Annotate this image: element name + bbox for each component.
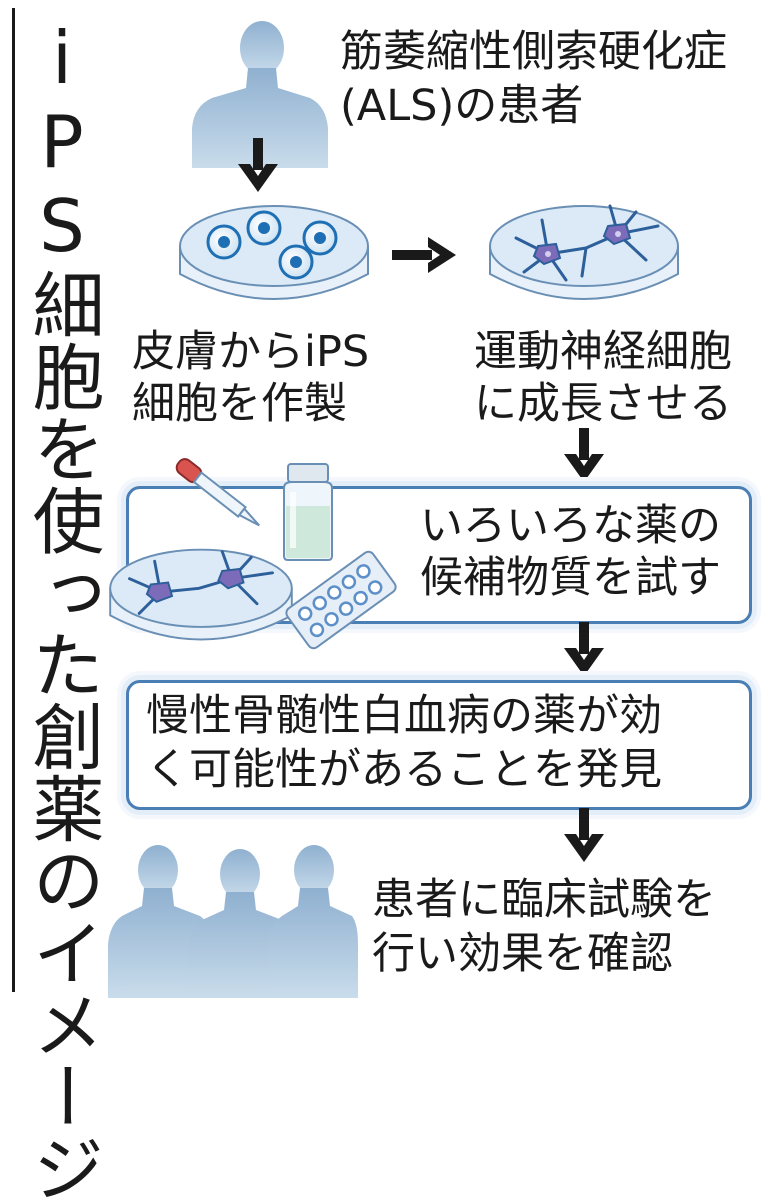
arrow-down-icon bbox=[564, 428, 604, 482]
title-rule-line bbox=[12, 8, 15, 992]
discovery-label-line-2: く可能性があることを発見 bbox=[146, 745, 662, 795]
patient-label-line-1: 筋萎縮性側索硬化症 bbox=[340, 27, 727, 77]
discovery-label-line-1: 慢性骨髄性白血病の薬が効 bbox=[146, 691, 662, 741]
arrow-down-icon bbox=[238, 138, 278, 192]
arrow-down-icon bbox=[564, 808, 604, 862]
petri-dish-ips-icon bbox=[179, 205, 369, 300]
discovery-step-box bbox=[126, 680, 752, 810]
patient-label-line-2: (ALS)の患者 bbox=[340, 81, 584, 131]
test-label-line-1: いろいろな薬の bbox=[420, 501, 721, 551]
trial-label-line-1: 患者に臨床試験を bbox=[372, 875, 716, 925]
vertical-title-block: iPS細胞を使った創薬のイメージ bbox=[4, 8, 104, 1204]
test-label-line-2: 候補物質を試す bbox=[420, 553, 721, 603]
patients-group-icon bbox=[108, 845, 358, 998]
arrow-right-icon bbox=[392, 237, 456, 273]
trial-label-line-2: 行い効果を確認 bbox=[372, 929, 673, 979]
neuron-label-line-1: 運動神経細胞 bbox=[474, 327, 732, 377]
dropper-icon bbox=[175, 458, 260, 527]
petri-dish-neuron-icon bbox=[489, 204, 679, 300]
pill-pack-icon bbox=[285, 550, 397, 650]
ips-label-line-1: 皮膚からiPS bbox=[132, 327, 370, 377]
arrow-down-icon bbox=[564, 622, 604, 676]
ips-label-line-2: 細胞を作製 bbox=[132, 379, 347, 429]
page-title: iPS細胞を使った創薬のイメージ bbox=[20, 16, 104, 1204]
medicine-bottle-icon bbox=[283, 463, 333, 561]
person-silhouette-icon bbox=[192, 21, 328, 168]
petri-dish-neuron-icon bbox=[109, 548, 293, 641]
neuron-label-line-2: に成長させる bbox=[474, 379, 732, 429]
